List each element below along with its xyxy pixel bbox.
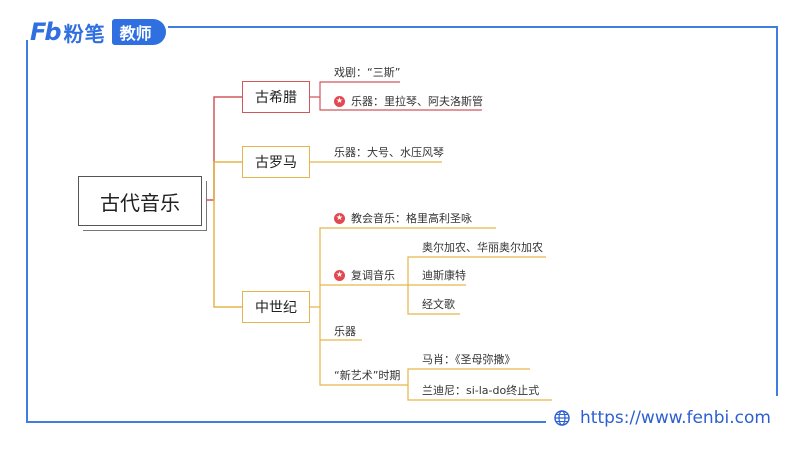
brand-mark: Fb	[30, 18, 62, 46]
leaf-greece-instruments-text: 乐器：里拉琴、阿夫洛斯管	[351, 95, 483, 108]
connector-greece-instruments	[319, 97, 482, 111]
globe-icon	[554, 410, 570, 426]
connector-root-rome	[213, 161, 242, 200]
brand-logo: Fb 粉笔 教师	[30, 18, 166, 46]
leaf-rome-instruments: 乐器：大号、水压风琴	[334, 144, 444, 160]
brand-tag: 教师	[111, 19, 166, 45]
connector-polyphony-motet	[407, 285, 460, 315]
website-url: https://www.fenbi.com	[580, 408, 771, 428]
leaf-polyphony-organum: 奥尔加农、华丽奥尔加农	[422, 241, 543, 254]
connector-medieval-arsnova	[319, 340, 400, 386]
leaf-arsnova-landini: 兰迪尼：si-la-do终止式	[422, 384, 540, 397]
leaf-medieval-polyphony: ★ 复调音乐	[334, 267, 395, 283]
connector-arsnova-landini	[407, 385, 552, 401]
leaf-arsnova-machaut: 马肖：《圣母弥撒》	[422, 353, 516, 366]
connector-arsnova-items	[400, 368, 530, 386]
connector-medieval-polyphony	[319, 284, 400, 286]
frame-bottom-border	[26, 421, 546, 423]
node-medieval: 中世纪	[242, 291, 310, 323]
node-ancient-greece: 古希腊	[242, 81, 310, 113]
leaf-greece-drama: 戏剧：“三斯”	[334, 64, 400, 80]
mindmap-root-node: 古代音乐	[78, 176, 202, 226]
leaf-medieval-arsnova-text: “新艺术”时期	[334, 369, 401, 382]
star-icon: ★	[334, 269, 345, 281]
leaf-polyphony-discant: 迪斯康特	[422, 269, 466, 282]
leaf-medieval-polyphony-text: 复调音乐	[351, 269, 395, 282]
leaf-medieval-church-text: 教会音乐：格里高利圣咏	[351, 212, 472, 225]
connector-medieval-trunk	[310, 227, 496, 308]
node-ancient-rome: 古罗马	[242, 146, 310, 178]
website-link[interactable]: https://www.fenbi.com	[554, 408, 771, 428]
leaf-polyphony-motet: 经文歌	[422, 298, 455, 311]
leaf-rome-instruments-text: 乐器：大号、水压风琴	[334, 146, 444, 159]
leaf-greece-instruments: ★ 乐器：里拉琴、阿夫洛斯管	[334, 93, 483, 109]
connector-root-greece	[202, 96, 242, 201]
leaf-medieval-instruments: 乐器	[334, 323, 356, 339]
frame-left-border	[26, 40, 28, 422]
connector-polyphony-items	[400, 256, 546, 286]
frame-right-border	[776, 26, 778, 396]
star-icon: ★	[334, 212, 345, 224]
connector-root-medieval	[213, 200, 242, 308]
star-icon: ★	[334, 95, 345, 107]
brand-name: 粉笔	[63, 21, 106, 46]
frame-top-border	[168, 26, 778, 28]
leaf-greece-drama-text: 戏剧：“三斯”	[334, 66, 401, 79]
leaf-medieval-instruments-text: 乐器	[334, 325, 356, 338]
connector-greece-drama	[310, 81, 400, 98]
leaf-medieval-church: ★ 教会音乐：格里高利圣咏	[334, 210, 472, 226]
leaf-medieval-arsnova: “新艺术”时期	[334, 367, 400, 383]
